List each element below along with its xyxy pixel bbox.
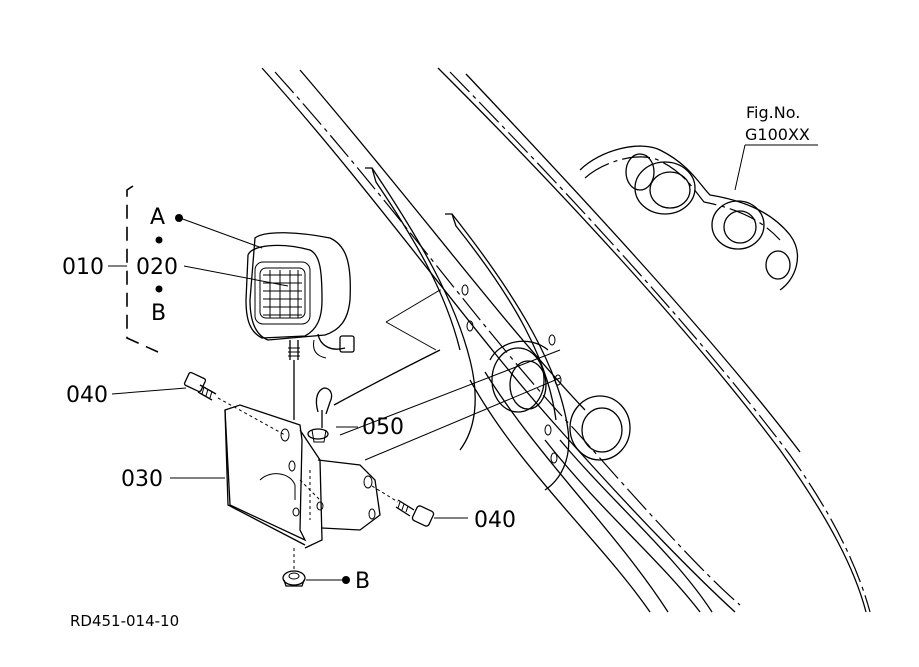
leader-lines <box>108 144 818 581</box>
callout-part-040-right: 040 <box>474 508 516 533</box>
drawing-code: RD451-014-10 <box>70 612 179 630</box>
ref-dot-mid-lower <box>155 285 163 293</box>
bracket-030 <box>224 404 381 549</box>
callout-part-030: 030 <box>121 467 163 492</box>
callout-part-020: 020 <box>136 255 178 280</box>
ref-dot-mid-upper <box>155 236 163 244</box>
callout-ref-a: A <box>150 205 165 230</box>
boom-structure <box>261 67 871 613</box>
fig-no-label: Fig.No. <box>746 103 800 122</box>
callout-part-050: 050 <box>362 415 404 440</box>
fig-no-value: G100XX <box>745 125 810 144</box>
work-light-assembly <box>245 232 355 420</box>
callout-part-040-left: 040 <box>66 383 108 408</box>
bolt-040-left <box>183 371 286 436</box>
callout-ref-b-lower: B <box>355 569 370 594</box>
washer-b <box>282 548 306 587</box>
callout-part-010: 010 <box>62 255 104 280</box>
bolt-040-right <box>371 485 435 527</box>
callout-ref-b-upper: B <box>151 301 166 326</box>
ref-dot-a <box>175 214 183 222</box>
clip-050 <box>307 349 441 443</box>
ref-dot-b <box>342 576 350 584</box>
